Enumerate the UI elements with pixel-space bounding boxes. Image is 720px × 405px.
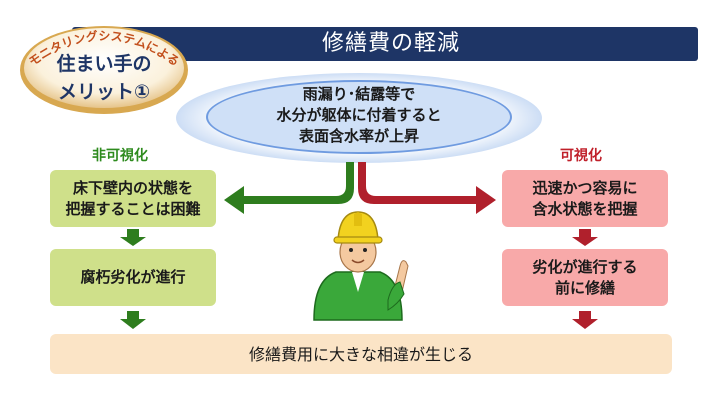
left-down-arrow-1 (120, 229, 146, 246)
badge-line-2: 住まい手の (56, 53, 152, 75)
right-step-2-line-1: 劣化が進行する (532, 257, 638, 276)
left-down-arrow-2 (120, 311, 146, 329)
left-step-2-line-1: 腐朽劣化が進行 (80, 268, 186, 286)
right-down-arrow-1 (572, 229, 598, 246)
cause-text: 雨漏り･結露等で 水分が躯体に付着すると 表面含水率が上昇 (206, 84, 512, 147)
left-step-2-box: 腐朽劣化が進行 (50, 249, 216, 306)
cause-line-2: 水分が躯体に付着すると (276, 106, 442, 124)
red-branch-arrow (358, 162, 496, 214)
green-branch-arrow (224, 162, 354, 214)
conclusion-text: 修繕費用に大きな相違が生じる (248, 344, 473, 364)
merit-badge: モニタリングシステムによる 住まい手の メリット① (18, 20, 190, 115)
badge-shape: モニタリングシステムによる (20, 26, 188, 114)
left-step-1-line-2: 把握することは困難 (65, 199, 201, 218)
cause-line-3: 表面含水率が上昇 (298, 127, 419, 145)
left-branch-label: 非可視化 (92, 148, 148, 164)
cause-line-1: 雨漏り･結露等で (302, 85, 416, 103)
left-step-1-line-1: 床下壁内の状態を (72, 178, 193, 197)
right-step-1-line-2: 含水状態を把握 (532, 199, 638, 218)
left-step-1-box: 床下壁内の状態を 把握することは困難 (50, 170, 216, 227)
badge-line-3: メリット① (57, 81, 151, 103)
right-step-1-line-1: 迅速かつ容易に (532, 178, 638, 197)
worker-illustration (313, 211, 409, 321)
page-title: 修繕費の軽減 (322, 31, 461, 56)
right-step-1-box: 迅速かつ容易に 含水状態を把握 (502, 170, 668, 227)
right-branch-label: 可視化 (560, 148, 602, 164)
right-step-2-line-2: 前に修繕 (554, 278, 615, 297)
right-step-2-box: 劣化が進行する 前に修繕 (502, 249, 668, 306)
right-down-arrow-2 (572, 311, 598, 329)
conclusion-box: 修繕費用に大きな相違が生じる (50, 334, 672, 374)
cause-ellipse (206, 80, 512, 154)
